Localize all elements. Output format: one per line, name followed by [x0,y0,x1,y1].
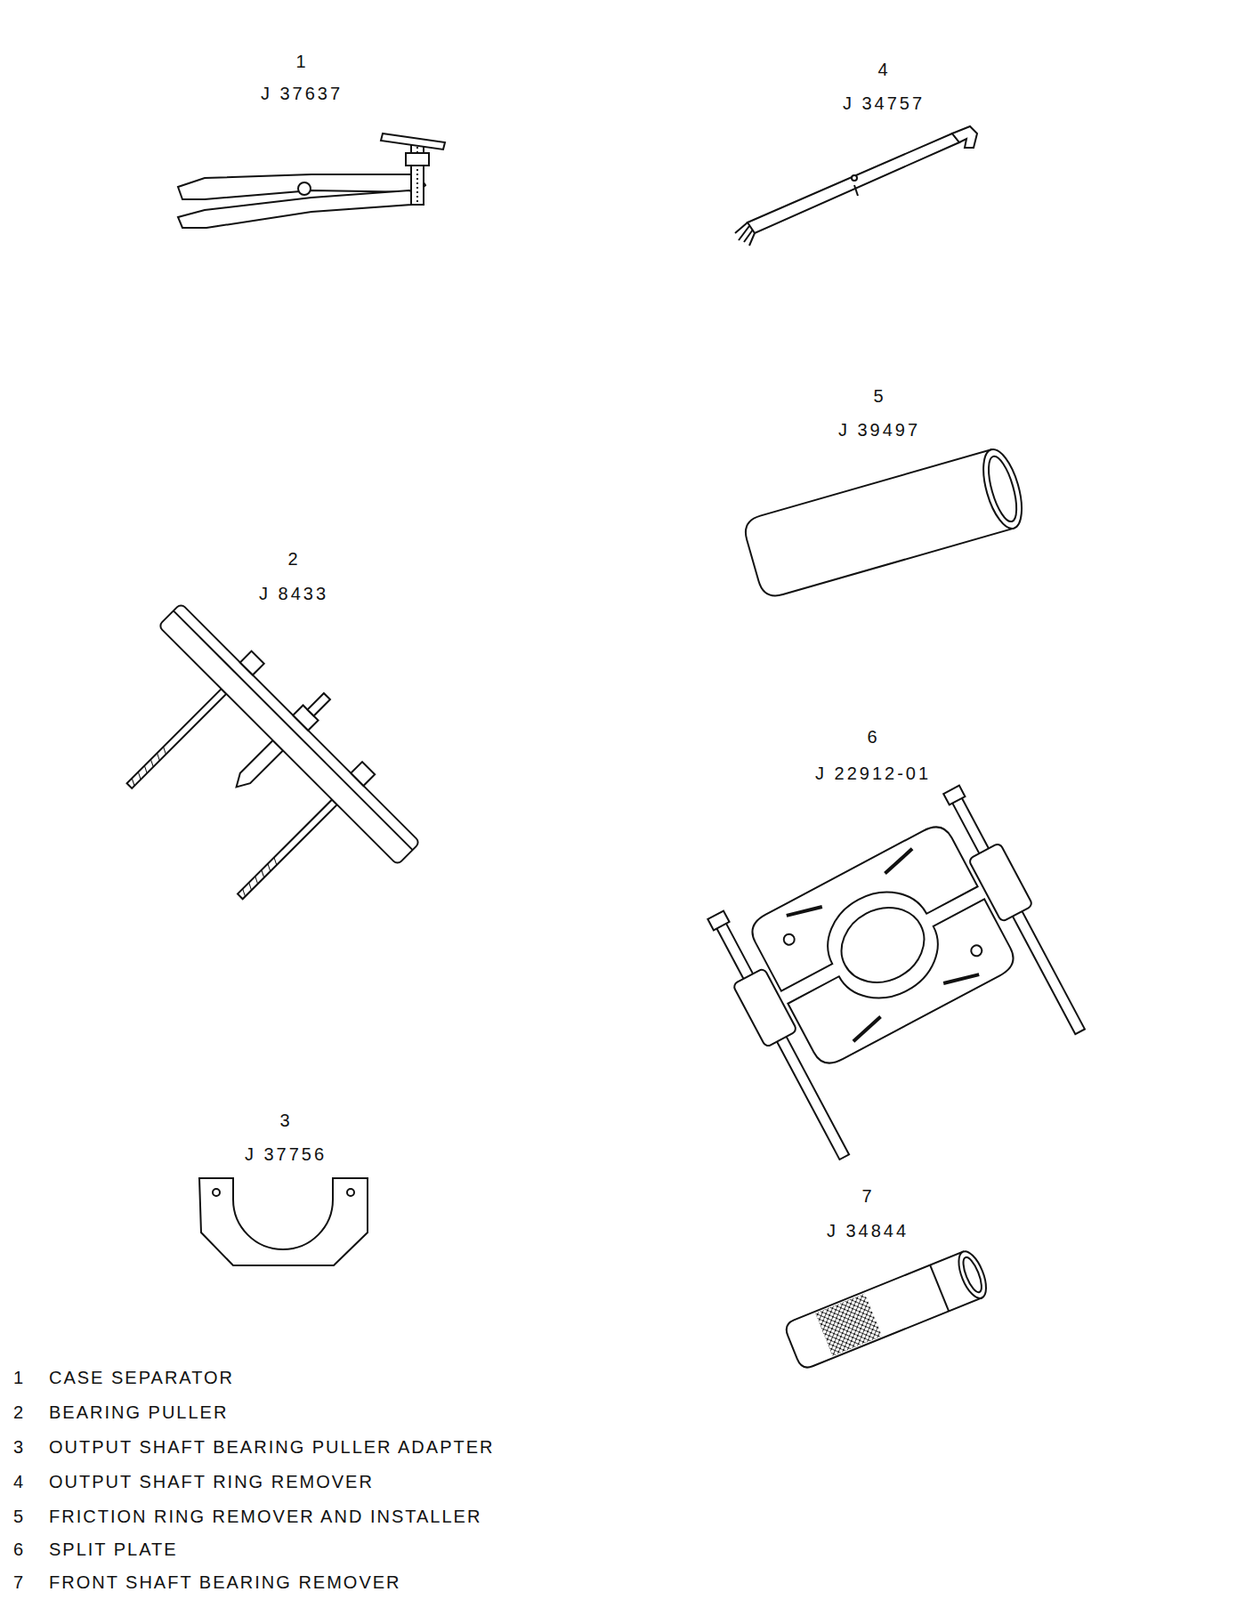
part-number: J 34844 [826,1221,909,1240]
part-number: J 37756 [244,1145,327,1164]
part-number: J 34757 [842,94,925,113]
split-plate [700,781,1097,1166]
callout-number: 5 [873,387,885,405]
part-number: J 39497 [838,420,921,439]
key-number: 6 [13,1540,25,1559]
tool-name: OUTPUT SHAFT RING REMOVER [48,1472,374,1491]
part-number: J 22912-01 [815,764,931,783]
case-separator [177,133,445,228]
key-number: 5 [13,1507,25,1526]
tool-name: SPLIT PLATE [48,1540,178,1559]
callout-number: 3 [279,1111,292,1130]
bearing-remover [783,1247,992,1371]
tool-name: FRICTION RING REMOVER AND INSTALLER [48,1507,482,1526]
callout-number: 6 [866,727,879,746]
key-number: 1 [13,1368,25,1387]
key-number: 2 [13,1403,25,1422]
key-number: 3 [13,1438,25,1456]
callout-number: 4 [877,60,890,79]
friction-ring-tool [741,444,1029,600]
puller-adapter [199,1178,368,1266]
key-number: 7 [13,1573,25,1592]
tool-name: BEARING PULLER [48,1403,228,1422]
callout-number: 2 [287,549,300,568]
bearing-puller [64,576,447,960]
callout-number: 1 [295,52,308,71]
tool-name: CASE SEPARATOR [48,1368,235,1387]
ring-remover [735,126,978,246]
tool-name: OUTPUT SHAFT BEARING PULLER ADAPTER [48,1438,494,1456]
key-number: 4 [13,1472,25,1491]
part-number: J 37637 [260,84,343,103]
callout-number: 7 [861,1187,874,1205]
part-number: J 8433 [258,584,329,603]
tool-name: FRONT SHAFT BEARING REMOVER [48,1573,402,1592]
